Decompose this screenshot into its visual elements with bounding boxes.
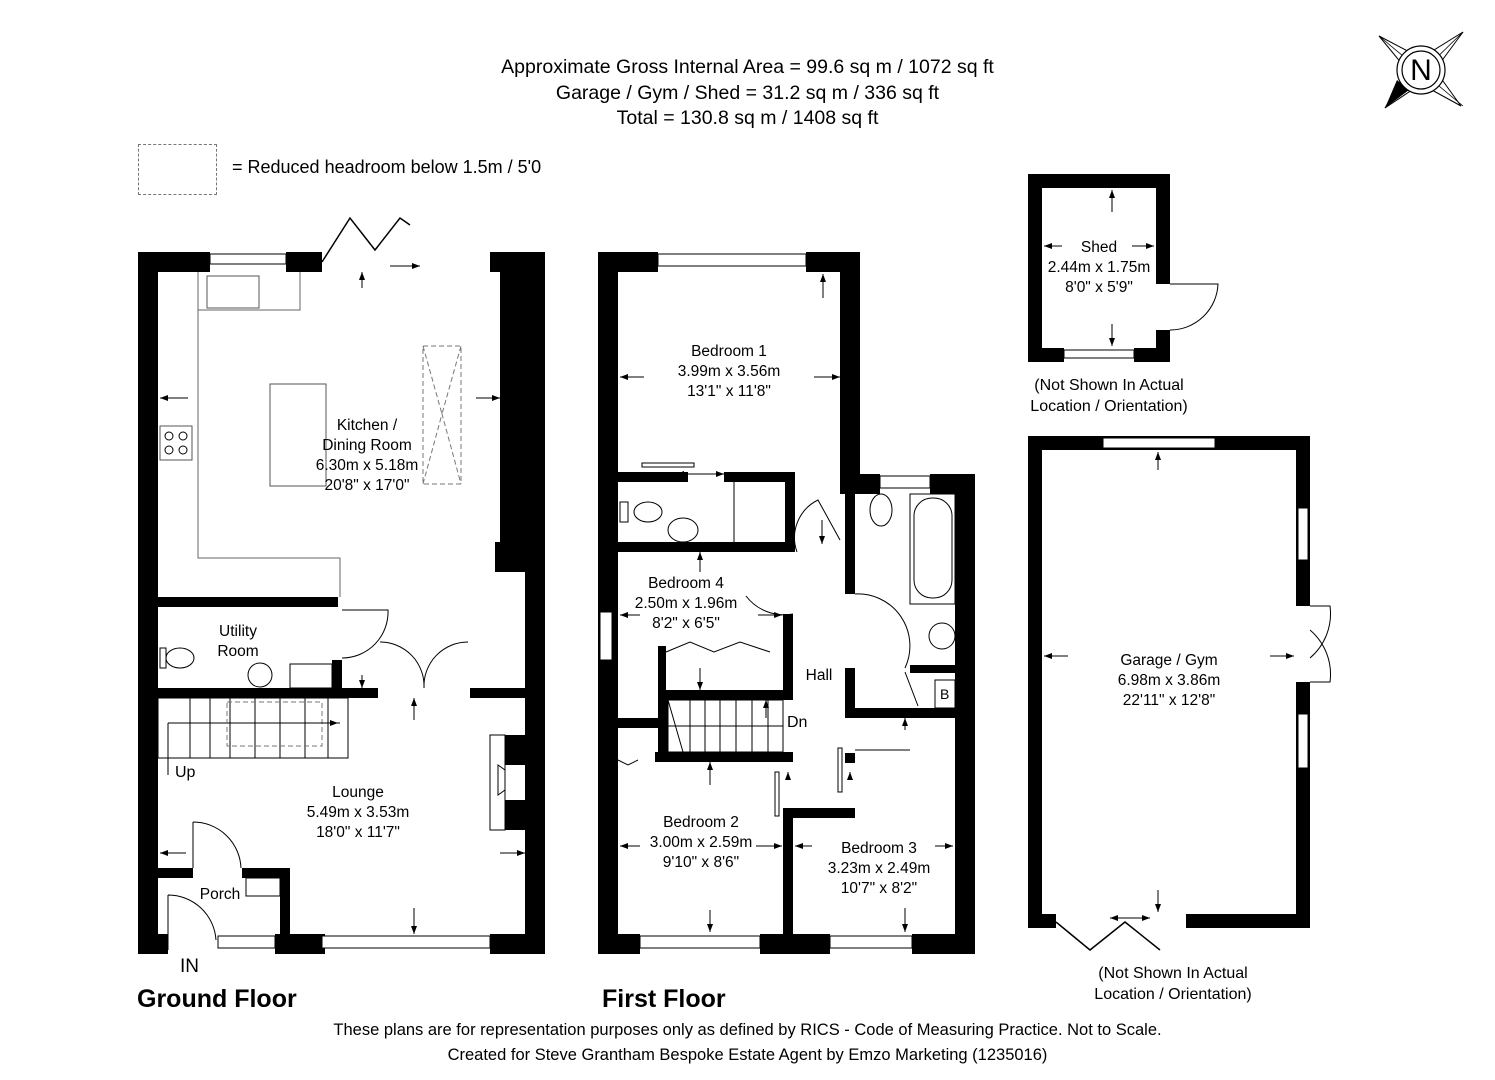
garage-location-note: (Not Shown In Actual Location / Orientat… bbox=[1094, 965, 1252, 1003]
first-floor-plan bbox=[598, 252, 975, 954]
stairs-up-label: Up bbox=[175, 764, 196, 781]
shed-location-note: (Not Shown In Actual Location / Orientat… bbox=[1030, 377, 1188, 415]
entrance-label: IN bbox=[180, 956, 199, 977]
north-compass-icon: N bbox=[1378, 31, 1464, 109]
reduced-headroom-swatch bbox=[138, 144, 217, 195]
ground-floor-plan bbox=[138, 252, 545, 954]
room-label-shed: Shed 2.44m x 1.75m 8'0" x 5'9" bbox=[1047, 239, 1151, 296]
room-label-hall: Hall bbox=[805, 667, 833, 684]
room-label-bedroom-2: Bedroom 2 3.00m x 2.59m 9'10" x 8'6" bbox=[649, 814, 753, 871]
reduced-headroom-legend: = Reduced headroom below 1.5m / 5'0 bbox=[232, 157, 542, 177]
room-label-bedroom-1: Bedroom 1 3.99m x 3.56m 13'1" x 11'8" bbox=[677, 343, 781, 400]
room-label-porch: Porch bbox=[199, 886, 241, 903]
total-area: Total = 130.8 sq m / 1408 sq ft bbox=[616, 107, 879, 129]
ground-floor-title: Ground Floor bbox=[137, 985, 297, 1013]
room-label-bedroom-3: Bedroom 3 3.23m x 2.49m 10'7" x 8'2" bbox=[827, 840, 931, 897]
room-label-garage-gym: Garage / Gym 6.98m x 3.86m 22'11" x 12'8… bbox=[1117, 652, 1221, 709]
first-floor-title: First Floor bbox=[602, 985, 726, 1013]
credit-text: Created for Steve Grantham Bespoke Estat… bbox=[447, 1046, 1048, 1064]
boiler-label: B bbox=[940, 686, 950, 702]
stairs-down-label: Dn bbox=[787, 714, 808, 731]
shed-plan bbox=[1028, 174, 1170, 362]
room-label-lounge: Lounge 5.49m x 3.53m 18'0" x 11'7" bbox=[306, 784, 410, 841]
svg-text:N: N bbox=[1410, 54, 1432, 87]
room-label-kitchen-dining: Kitchen / Dining Room 6.30m x 5.18m 20'8… bbox=[315, 417, 419, 494]
room-label-bedroom-4: Bedroom 4 2.50m x 1.96m 8'2" x 6'5" bbox=[634, 575, 738, 632]
gross-internal-area: Approximate Gross Internal Area = 99.6 s… bbox=[501, 56, 994, 78]
disclaimer-text: These plans are for representation purpo… bbox=[333, 1021, 1162, 1039]
outbuildings-area: Garage / Gym / Shed = 31.2 sq m / 336 sq… bbox=[555, 82, 940, 104]
room-label-utility: Utility Room bbox=[217, 623, 259, 660]
